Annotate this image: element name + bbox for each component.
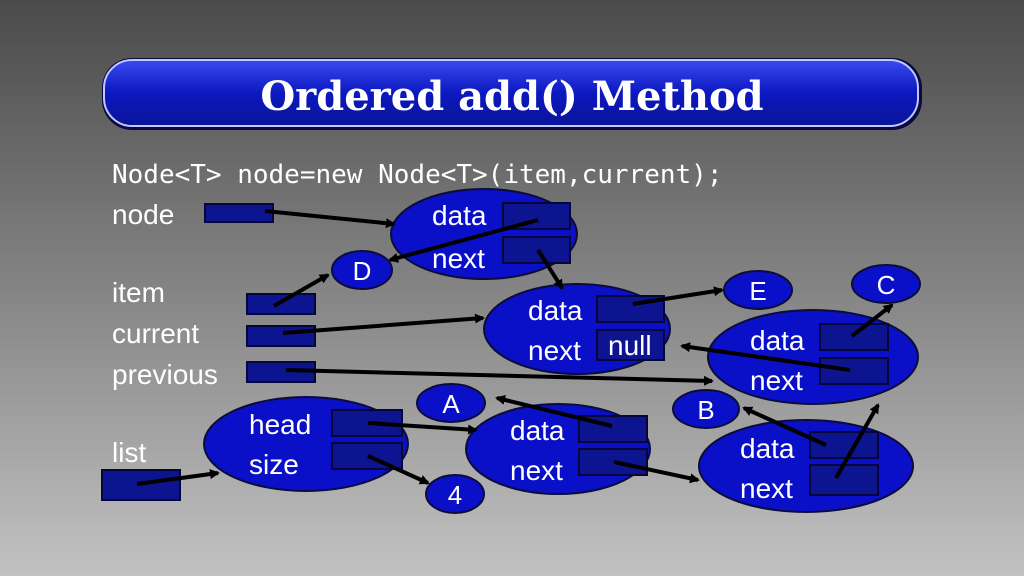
tag-b: B (672, 389, 740, 429)
tag-e-label: E (749, 276, 766, 306)
title-banner: Ordered add() Method (102, 58, 922, 130)
node-a-next-label: next (510, 455, 563, 486)
node-b-next-label: next (740, 473, 793, 504)
arrow-list-to-header (136, 469, 220, 486)
title-banner-bg (103, 59, 919, 127)
tag-size-value: 4 (425, 474, 485, 514)
arrow-size-to-value (367, 454, 430, 485)
list-header-size-label: size (249, 449, 299, 480)
tag-d-shape (331, 250, 393, 290)
arrow-right-data-to-c (850, 303, 894, 338)
tag-d-label: D (353, 256, 372, 286)
node-right-data-label: data (750, 325, 805, 356)
tag-b-shape (672, 389, 740, 429)
node-current: data next null (483, 283, 671, 375)
node-new-next-slot (502, 236, 571, 264)
node-right-data-slot (819, 323, 889, 351)
var-label-previous: previous (112, 359, 218, 390)
node-new: data next (390, 188, 578, 280)
arrow-node-to-new-node (264, 209, 396, 229)
node-a-data-slot (578, 415, 648, 443)
node-current-next-label: next (528, 335, 581, 366)
node-new-data-label: data (432, 200, 487, 231)
arrow-item-to-d (273, 273, 330, 308)
tag-size-value-label: 4 (448, 480, 462, 510)
arrow-a-data-to-a (495, 395, 613, 428)
arrow-current-data-to-e (632, 286, 724, 306)
tag-a-shape (416, 383, 486, 423)
var-label-item: item (112, 277, 165, 308)
node-a: data next (465, 403, 651, 495)
arrow-current-to-current-node (282, 313, 485, 335)
tag-c: C (851, 264, 921, 304)
node-right-next-slot (819, 357, 889, 385)
arrow-new-next-to-current (536, 248, 564, 290)
tag-e-shape (723, 270, 793, 310)
tag-c-label: C (877, 270, 896, 300)
tag-c-shape (851, 264, 921, 304)
var-label-node: node (112, 199, 174, 230)
arrow-previous-to-right-node (285, 368, 714, 386)
list-header: head size (203, 396, 409, 492)
node-current-null-value: null (608, 330, 652, 361)
tag-a-label: A (442, 389, 460, 419)
arrow-b-data-to-b (742, 406, 827, 447)
node-current-next-slot (596, 329, 665, 361)
node-current-data-label: data (528, 295, 583, 326)
arrow-right-next-to-current (680, 342, 851, 372)
arrow-head-to-a-node (367, 421, 478, 435)
node-right-next-label: next (750, 365, 803, 396)
node-b-data-slot (809, 431, 879, 459)
tag-b-label: B (697, 395, 714, 425)
var-box-current (246, 325, 316, 347)
tag-size-value-shape (425, 474, 485, 514)
node-right: data next (707, 309, 919, 405)
page-title: Ordered add() Method (260, 73, 763, 120)
var-label-current: current (112, 318, 199, 349)
node-a-next-slot (578, 448, 648, 476)
node-b-next-slot (809, 464, 879, 496)
arrow-new-data-to-d (388, 218, 539, 263)
arrow-b-next-to-right-node (834, 403, 880, 479)
code-line: Node<T> node=new Node<T>(item,current); (112, 160, 722, 190)
list-header-head-label: head (249, 409, 311, 440)
node-b-data-label: data (740, 433, 795, 464)
tag-e: E (723, 270, 793, 310)
tag-d: D (331, 250, 393, 290)
var-label-list: list (112, 437, 146, 468)
arrows (136, 209, 894, 486)
tag-a: A (416, 383, 486, 423)
var-box-node (204, 203, 274, 223)
arrow-a-next-to-b-node (613, 460, 700, 484)
node-a-data-label: data (510, 415, 565, 446)
